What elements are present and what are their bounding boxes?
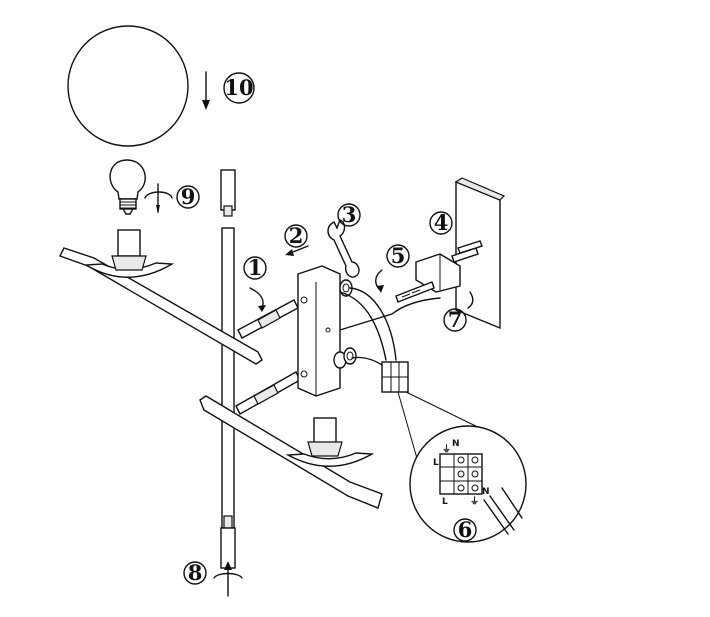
globe-install-arrow bbox=[202, 71, 210, 110]
step-marker-10: 10 bbox=[223, 72, 255, 104]
wall-plugs bbox=[451, 240, 483, 263]
upper-nut bbox=[339, 279, 353, 297]
light-bulb bbox=[109, 159, 146, 215]
svg-text:1: 1 bbox=[248, 255, 263, 280]
step-marker-5: 5 bbox=[386, 243, 410, 268]
terminal-block-small bbox=[381, 361, 409, 393]
lower-nuts bbox=[333, 347, 357, 369]
terminal-live-label-top: L bbox=[433, 458, 439, 468]
wall-bracket bbox=[415, 253, 461, 293]
zoom-lines bbox=[397, 391, 489, 463]
bulb-rotate-arrow bbox=[144, 183, 173, 214]
step-marker-4: 4 bbox=[429, 210, 453, 235]
screw-icon bbox=[395, 281, 435, 303]
svg-text:6: 6 bbox=[458, 517, 473, 542]
terminal-block-large bbox=[439, 453, 483, 495]
svg-text:4: 4 bbox=[434, 210, 449, 235]
mounting-plate bbox=[297, 265, 341, 397]
vertical-tube bbox=[220, 169, 236, 569]
svg-text:7: 7 bbox=[448, 307, 463, 332]
screw-rotate-arrow bbox=[375, 269, 384, 293]
step-marker-9: 9 bbox=[176, 184, 200, 209]
zoom-wires bbox=[483, 487, 523, 535]
cap-rotate-arrow bbox=[213, 561, 243, 597]
svg-text:8: 8 bbox=[188, 560, 203, 585]
wrench-icon bbox=[327, 219, 360, 278]
step-marker-8: 8 bbox=[183, 560, 207, 585]
glass-globe bbox=[67, 25, 189, 147]
lower-threaded-rod bbox=[235, 371, 301, 415]
arm-rotate-arrow bbox=[249, 287, 266, 312]
svg-text:9: 9 bbox=[181, 184, 196, 209]
svg-text:10: 10 bbox=[224, 75, 253, 100]
svg-text:3: 3 bbox=[342, 202, 357, 227]
plate-direction-arrow bbox=[285, 245, 309, 256]
terminal-earth-label-top: ⏚ bbox=[442, 444, 451, 455]
step-marker-6: 6 bbox=[453, 517, 477, 542]
terminal-live-label-bottom: L bbox=[442, 497, 448, 507]
terminal-neutral-label-bottom: N bbox=[482, 487, 490, 497]
svg-text:5: 5 bbox=[391, 243, 406, 268]
step-marker-3: 3 bbox=[337, 202, 361, 227]
terminal-neutral-label-top: N bbox=[452, 439, 460, 449]
upper-threaded-rod bbox=[237, 299, 299, 339]
terminal-earth-label-bottom: ⏚ bbox=[470, 496, 479, 507]
lower-arm bbox=[199, 395, 383, 509]
step-marker-7: 7 bbox=[443, 307, 467, 332]
bracket-rotate-arrow bbox=[467, 291, 474, 309]
step-marker-2: 2 bbox=[284, 223, 308, 248]
svg-text:2: 2 bbox=[289, 223, 304, 248]
step-marker-1: 1 bbox=[243, 255, 267, 280]
upper-arm bbox=[59, 229, 263, 365]
